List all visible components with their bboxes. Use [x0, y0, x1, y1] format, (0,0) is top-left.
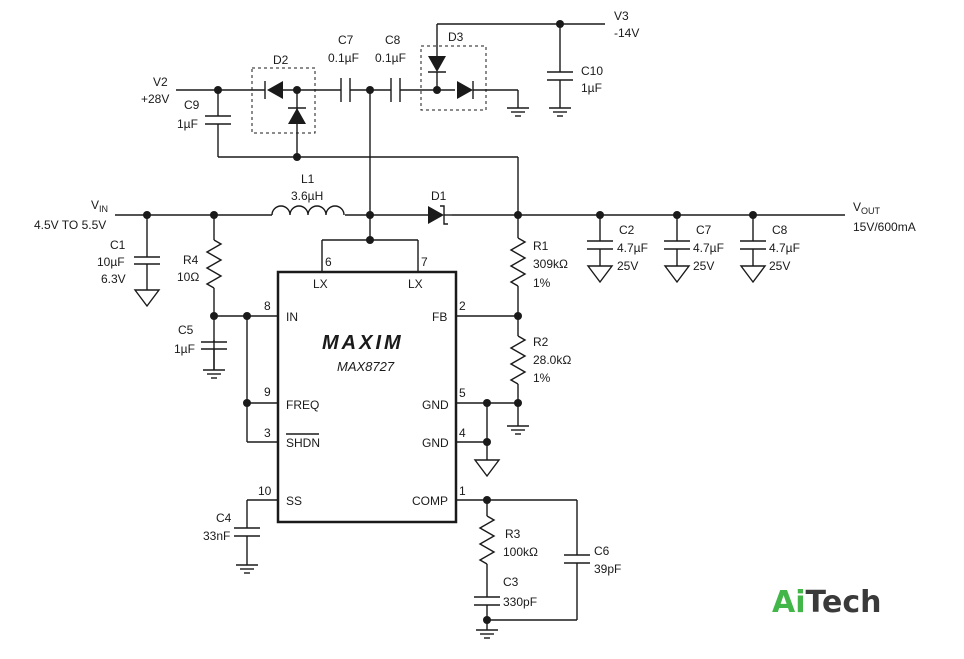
c4-value: 33nF: [203, 529, 230, 543]
c10-name: C10: [581, 64, 603, 78]
capacitor-c9: [205, 115, 231, 125]
diode-d3: [420, 45, 487, 111]
r4-name: R4: [183, 253, 199, 267]
c8-top-value: 0.1µF: [375, 51, 406, 65]
resistor-r4: [205, 239, 223, 289]
c7-out-rating: 25V: [693, 259, 714, 273]
r3-name: R3: [505, 527, 521, 541]
capacitor-c7-top: [340, 78, 351, 102]
c7-out-name: C7: [696, 223, 712, 237]
pin-num-shdn: 3: [264, 426, 271, 440]
c2-rating: 25V: [617, 259, 638, 273]
pin-num-freq: 9: [264, 385, 271, 399]
vout-value: 15V/600mA: [853, 220, 916, 234]
v2-name: V2: [153, 75, 168, 89]
pin-label-freq: FREQ: [286, 398, 319, 412]
pin-label-comp: COMP: [412, 494, 448, 508]
pin-label-gnd4: GND: [422, 436, 449, 450]
d1-name: D1: [431, 189, 447, 203]
capacitor-c7-out: [664, 240, 690, 250]
v2-value: +28V: [141, 92, 169, 106]
capacitor-c4: [234, 527, 260, 537]
c8-top-name: C8: [385, 33, 401, 47]
pin-label-in: IN: [286, 310, 298, 324]
capacitor-c8-top: [390, 78, 401, 102]
v3-value: -14V: [614, 26, 639, 40]
r2-tol: 1%: [533, 371, 551, 385]
pin-label-lx7: LX: [408, 277, 423, 291]
r3-value: 100kΩ: [503, 545, 538, 559]
c8-out-rating: 25V: [769, 259, 790, 273]
l1-value: 3.6µH: [291, 189, 323, 203]
capacitor-c1: [134, 256, 160, 265]
c6-name: C6: [594, 544, 610, 558]
c5-value: 1µF: [174, 342, 195, 356]
r1-tol: 1%: [533, 276, 551, 290]
resistor-r2: [509, 335, 527, 385]
capacitor-c8-out: [740, 240, 766, 250]
ic-part-number: MAX8727: [337, 359, 395, 374]
l1-name: L1: [301, 172, 315, 186]
c5-name: C5: [178, 323, 194, 337]
r1-value: 309kΩ: [533, 257, 568, 271]
junction-dots: [143, 20, 757, 624]
c6-value: 39pF: [594, 562, 621, 576]
pin-label-fb: FB: [432, 310, 447, 324]
v3-name: V3: [614, 9, 629, 23]
vin-label: VIN: [91, 198, 108, 214]
r1-name: R1: [533, 239, 549, 253]
watermark-logo: AiTech: [772, 585, 881, 620]
capacitor-c10: [547, 71, 573, 81]
r2-name: R2: [533, 335, 549, 349]
d2-name: D2: [273, 53, 289, 67]
pin-num-comp: 1: [459, 484, 466, 498]
pin-label-ss: SS: [286, 494, 302, 508]
pin-num-fb: 2: [459, 299, 466, 313]
diode-d1: [428, 205, 452, 225]
d3-name: D3: [448, 30, 464, 44]
pin-label-gnd5: GND: [422, 398, 449, 412]
c2-value: 4.7µF: [617, 241, 648, 255]
r4-value: 10Ω: [177, 270, 199, 284]
c7-out-value: 4.7µF: [693, 241, 724, 255]
resistor-r1: [509, 237, 527, 287]
c1-name: C1: [110, 238, 126, 252]
pin-num-gnd5: 5: [459, 386, 466, 400]
vout-label: VOUT: [853, 200, 881, 216]
vin-range: 4.5V TO 5.5V: [34, 218, 106, 232]
capacitor-c6: [564, 554, 590, 564]
c8-out-name: C8: [772, 223, 788, 237]
c3-name: C3: [503, 575, 519, 589]
capacitor-c3: [474, 596, 500, 606]
c1-rating: 6.3V: [101, 272, 126, 286]
capacitor-c5: [201, 341, 227, 370]
ic-brand-logo: MAXIM: [322, 332, 404, 354]
capacitor-c2: [587, 240, 613, 250]
ic-body: [276, 270, 458, 524]
diode-d2: [251, 67, 316, 134]
c3-value: 330pF: [503, 595, 537, 609]
pin-num-ss: 10: [258, 484, 272, 498]
c9-value: 1µF: [177, 117, 198, 131]
c9-name: C9: [184, 98, 200, 112]
c1-value: 10µF: [97, 255, 125, 269]
pin-num-gnd4: 4: [459, 426, 466, 440]
resistor-r3: [478, 515, 496, 565]
c10-value: 1µF: [581, 81, 602, 95]
pin-num-in: 8: [264, 299, 271, 313]
c2-name: C2: [619, 223, 635, 237]
pin-num-lx6: 6: [325, 255, 332, 269]
c4-name: C4: [216, 511, 232, 525]
c8-out-value: 4.7µF: [769, 241, 800, 255]
pin-label-lx6: LX: [313, 277, 328, 291]
c7-top-value: 0.1µF: [328, 51, 359, 65]
r2-value: 28.0kΩ: [533, 353, 571, 367]
inductor-l1: [271, 205, 345, 216]
pin-num-lx7: 7: [421, 255, 428, 269]
c7-top-name: C7: [338, 33, 354, 47]
pin-label-shdn: SHDN: [286, 436, 320, 450]
